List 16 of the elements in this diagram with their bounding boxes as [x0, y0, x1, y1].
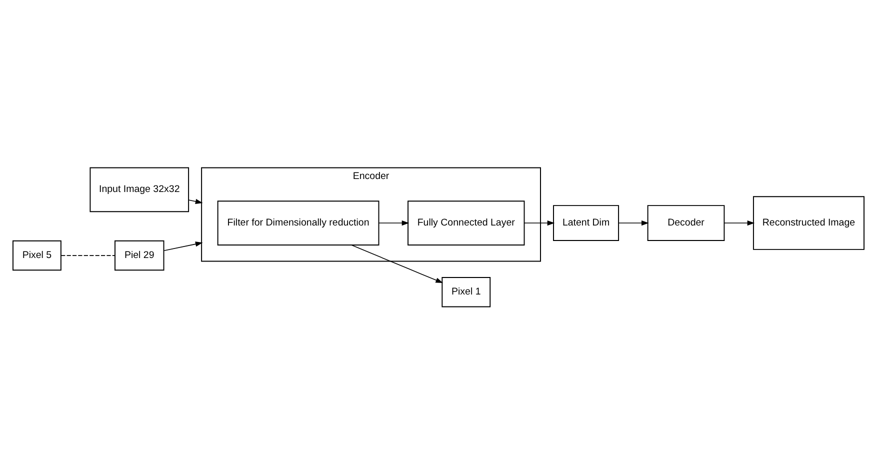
- node-box: Fully Connected Layer: [408, 200, 525, 246]
- node-box: Input Image 32x32: [90, 167, 190, 212]
- node-box: Latent Dim: [553, 205, 620, 241]
- arrow: [378, 220, 410, 226]
- node-box: Piel 29: [114, 240, 164, 271]
- connector: [60, 255, 116, 256]
- arrow: [524, 220, 555, 226]
- arrow: [188, 198, 203, 204]
- node-box: Pixel 1: [442, 277, 491, 308]
- node-box: Filter for Dimensionally reduction: [217, 200, 380, 246]
- node-box: Pixel 5: [12, 240, 62, 271]
- node-box: Reconstructed Image: [752, 196, 864, 250]
- arrow: [618, 220, 649, 226]
- node-box: Decoder: [647, 205, 725, 241]
- arrow: [724, 220, 755, 226]
- arrow: [164, 242, 203, 251]
